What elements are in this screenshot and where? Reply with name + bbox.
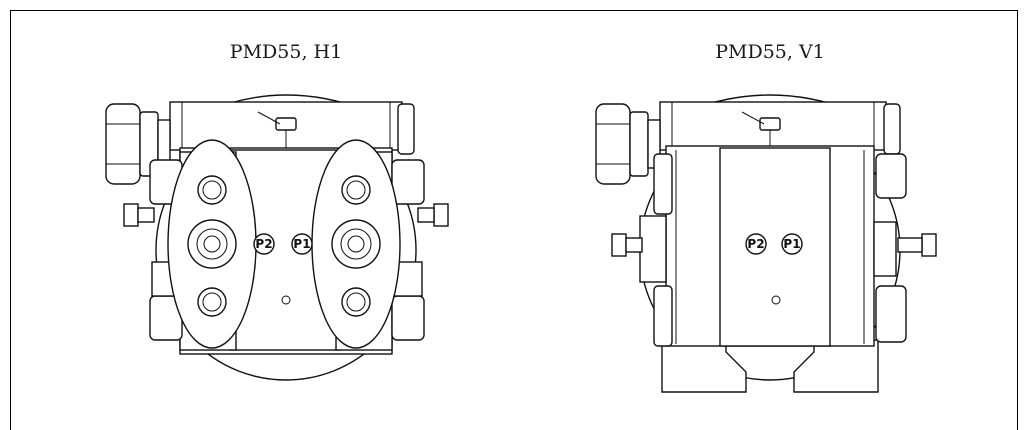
port-p1-marker	[781, 233, 803, 255]
screw-icon	[257, 111, 297, 150]
figure-frame	[10, 10, 1018, 430]
port-p2-marker	[253, 233, 275, 255]
cable-gland-icon	[595, 103, 661, 185]
transmitter-v1: P2 P1	[595, 94, 937, 393]
port-p2-marker	[745, 233, 767, 255]
caption-pmd55-v1: PMD55, V1	[715, 41, 825, 63]
port-p2-label: P2	[747, 237, 764, 251]
port-p2-label: P2	[255, 237, 272, 251]
caption-pmd55-h1: PMD55, H1	[229, 41, 343, 63]
port-p1-label: P1	[293, 237, 310, 251]
port-p1-marker	[291, 233, 313, 255]
transmitter-h1: P2 P1	[105, 94, 449, 381]
screw-icon	[741, 111, 781, 150]
port-p1-label: P1	[783, 237, 800, 251]
